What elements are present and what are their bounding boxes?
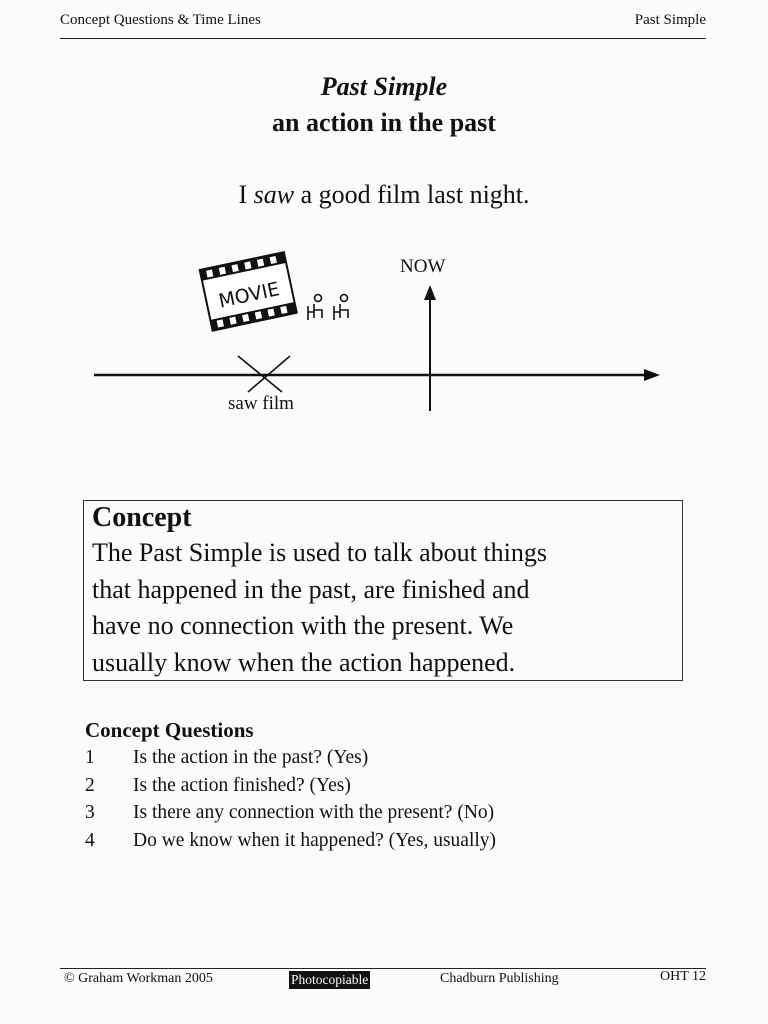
example-before: I [238,180,254,209]
concept-text: The Past Simple is used to talk about th… [92,535,682,681]
timeline-arrowhead [644,369,660,381]
concept-questions-title: Concept Questions [85,718,254,742]
list-item: 2 Is the action finished? (Yes) [85,772,685,800]
question-text: Is the action in the past? (Yes) [133,747,369,768]
movie-sign-icon: MOVIE [198,250,298,332]
page-subtitle: an action in the past [272,108,496,137]
concept-line: usually know when the action happened. [92,647,516,677]
question-number: 3 [85,802,95,823]
example-after: a good film last night. [294,180,530,209]
now-marker-arrowhead [424,285,436,300]
concept-line: have no connection with the present. We [92,611,514,640]
question-number: 4 [85,829,95,851]
list-item: 3 Is there any connection with the prese… [85,799,685,827]
page-title: Past Simple [320,72,448,101]
example-verb: saw [253,180,295,209]
concept-box: Concept The Past Simple is used to talk … [83,500,683,681]
page-number: OHT 12 [659,969,706,984]
concept-heading: Concept [92,502,192,533]
photocopiable-badge: Photocopiable [289,971,371,989]
event-x-marker [237,355,291,393]
concept-line: that happened in the past, are finished … [92,574,530,604]
concept-line: The Past Simple is used to talk about th… [92,538,547,567]
publisher-text: Chadburn Publishing [440,971,559,986]
question-number: 2 [85,774,95,796]
list-item: 1 Is the action in the past? (Yes) [85,744,685,772]
question-text: Is the action finished? (Yes) [133,774,351,796]
timeline-diagram: MOVIE [94,250,660,411]
event-label: saw film [228,393,294,414]
example-sentence: I saw a good film last night. [0,180,768,210]
page-header: Concept Questions & Time Lines Past Simp… [60,10,706,39]
question-text: Is there any connection with the present… [133,802,495,823]
now-label: NOW [400,256,446,277]
question-text: Do we know when it happened? (Yes, usual… [133,829,497,851]
concept-questions-list: 1 Is the action in the past? (Yes) 2 Is … [85,744,685,854]
question-number: 1 [85,747,95,768]
copyright-text: © Graham Workman 2005 [64,971,213,986]
page-footer: © Graham Workman 2005 Photocopiable Chad… [60,968,706,995]
list-item: 4 Do we know when it happened? (Yes, usu… [85,827,685,855]
audience-icon [307,293,349,320]
header-section-title: Concept Questions & Time Lines [60,12,261,28]
header-topic: Past Simple [634,12,706,28]
